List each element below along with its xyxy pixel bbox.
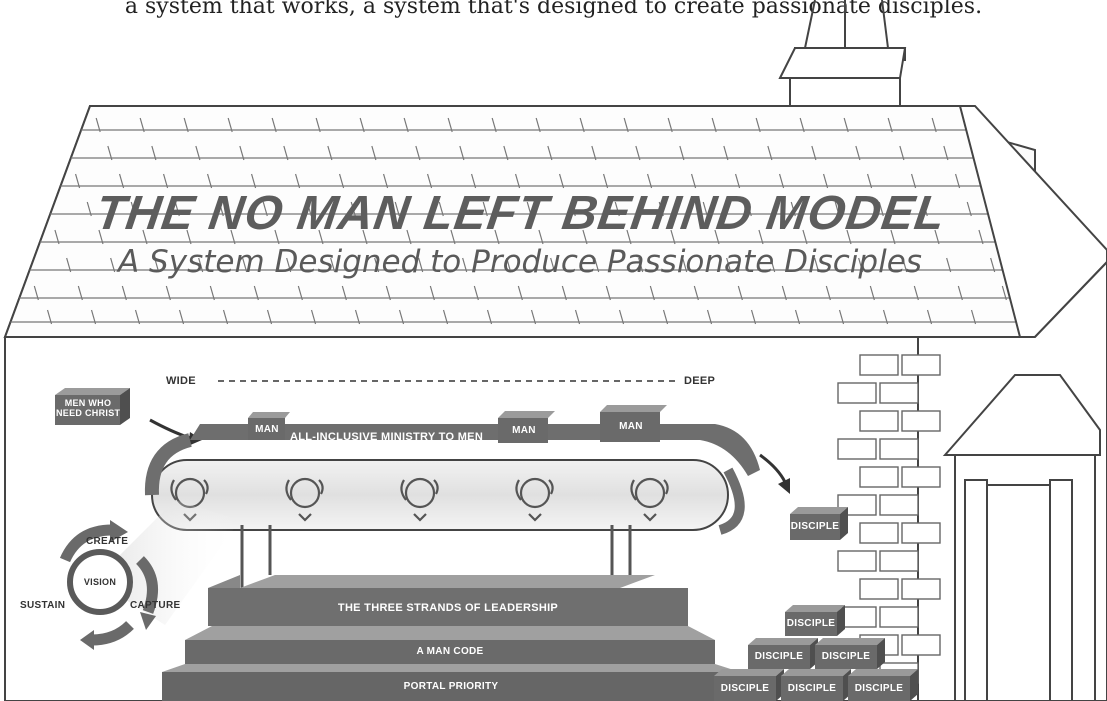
platform-bottom-label: PORTAL PRIORITY [162,681,740,692]
spectrum-label-wide: WIDE [166,375,196,387]
cycle-vision-label: VISION [80,577,120,587]
disciple-box-label-1: DISCIPLE [790,521,840,532]
disciple-box-label-7: DISCIPLE [848,683,910,694]
belt-label: ALL-INCLUSIVE MINISTRY TO MEN [290,431,480,443]
diagram-subtitle: A System Designed to Produce Passionate … [118,244,922,280]
disciple-box-label-5: DISCIPLE [714,683,776,694]
entry-box-label-line1: MEN WHO [56,399,120,408]
spectrum-label-deep: DEEP [684,375,715,387]
disciple-box-label-6: DISCIPLE [781,683,843,694]
man-box-2-label: MAN [500,425,548,436]
platform-middle-label: A MAN CODE [185,646,715,657]
platform-top-label: THE THREE STRANDS OF LEADERSHIP [208,602,688,614]
man-box-3-label: MAN [602,421,660,432]
disciple-box-label-3: DISCIPLE [748,651,810,662]
cycle-capture-label: CAPTURE [130,600,180,611]
diagram-title: THE NO MAN LEFT BEHIND MODEL [92,186,949,241]
man-box-1-label: MAN [250,424,284,435]
entry-box-label-line2: NEED CHRIST [56,409,120,418]
disciple-box-label-4: DISCIPLE [815,651,877,662]
cycle-sustain-label: SUSTAIN [20,600,65,611]
cycle-create-label: CREATE [86,536,128,547]
disciple-box-label-2: DISCIPLE [785,618,837,629]
